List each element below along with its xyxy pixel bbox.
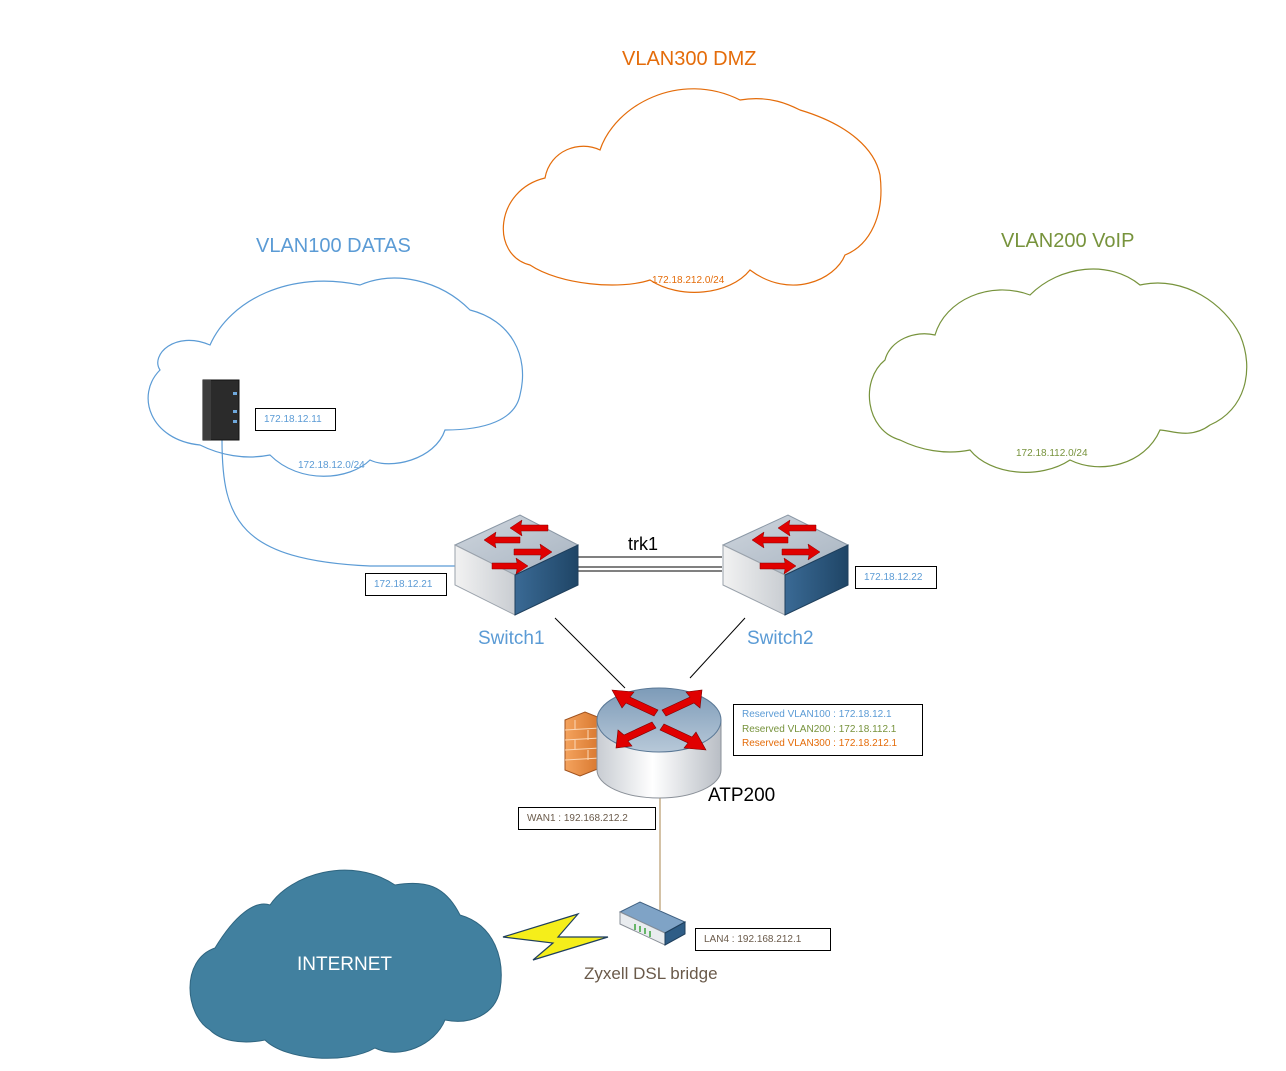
switch1-firewall-link (554, 617, 626, 689)
switch2-ip-box: 172.18.12.22 (855, 566, 937, 589)
firewall-name: ATP200 (708, 785, 776, 806)
switch2-name: Switch2 (747, 628, 814, 649)
vlan200-title: VLAN200 VoIP (1001, 230, 1135, 252)
vlan100-cloud (147, 277, 524, 477)
wan-ip-box: WAN1 : 192.168.212.2 (518, 807, 656, 830)
vlan100-subnet: 172.18.12.0/24 (298, 460, 365, 471)
vlan300-title: VLAN300 DMZ (622, 48, 757, 70)
switch2-icon[interactable] (721, 514, 850, 616)
nas-ip-box: 172.18.12.11 (255, 408, 336, 431)
switch2-firewall-link (689, 617, 746, 679)
lan-ip-box: LAN4 : 192.168.212.1 (695, 928, 831, 951)
nas-server-icon (202, 379, 240, 441)
vlan300-subnet: 172.18.212.0/24 (652, 275, 725, 286)
nas-link (221, 439, 458, 567)
vlan200-cloud (868, 268, 1248, 473)
vlan300-cloud (502, 88, 882, 293)
reserved-vlan200: Reserved VLAN200 : 172.18.112.1 (742, 723, 897, 735)
reserved-vlan100: Reserved VLAN100 : 172.18.12.1 (742, 709, 892, 720)
bridge-name: Zyxell DSL bridge (584, 964, 718, 983)
internet-label: INTERNET (297, 954, 392, 975)
internet-cloud (189, 869, 502, 1059)
reserved-vlan300: Reserved VLAN300 : 172.18.212.1 (742, 738, 898, 749)
trunk-label: trk1 (628, 534, 659, 554)
switch1-name: Switch1 (478, 628, 545, 649)
switch1-icon[interactable] (453, 514, 580, 616)
reserved-vlans-box: Reserved VLAN100 : 172.18.12.1 Reserved … (733, 704, 923, 756)
brick-firewall-icon (564, 711, 601, 777)
dsl-modem-icon[interactable] (618, 901, 687, 946)
vlan100-title: VLAN100 DATAS (256, 235, 411, 257)
vlan200-subnet: 172.18.112.0/24 (1016, 448, 1088, 459)
router-firewall-icon[interactable] (596, 687, 722, 799)
switch1-ip-box: 172.18.12.21 (365, 573, 447, 596)
lightning-bolt-icon (502, 912, 609, 961)
